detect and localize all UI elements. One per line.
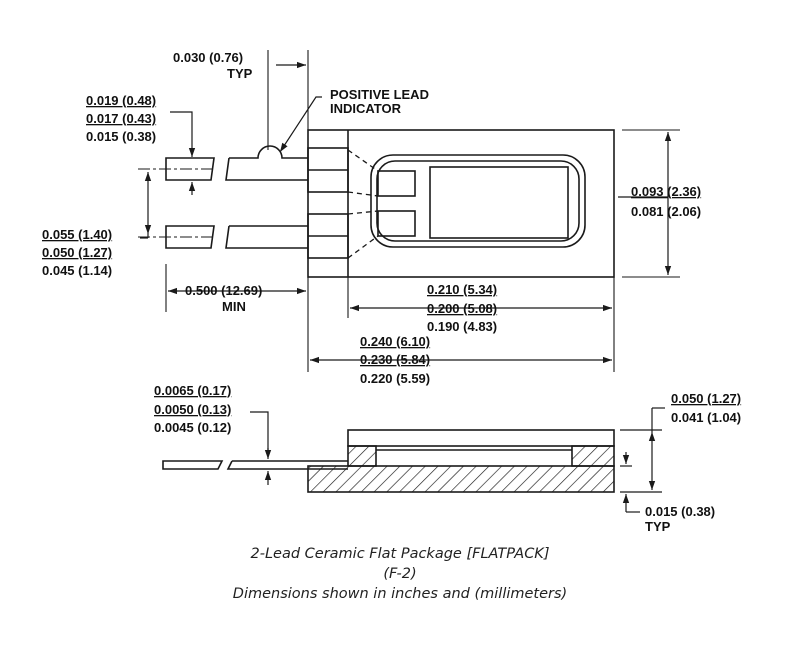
base-thickness-label: 0.015 (0.38) (645, 504, 715, 519)
lead-pitch-typ: TYP (227, 66, 253, 81)
inner-length-min: 0.190 (4.83) (427, 319, 497, 334)
lead-pitch-label: 0.030 (0.76) (173, 50, 243, 65)
die-pad-top (377, 170, 416, 197)
body-width-max: 0.093 (2.36) (631, 184, 701, 199)
caption-note: Dimensions shown in inches and (millimet… (232, 586, 568, 602)
base-thickness-typ: TYP (645, 519, 671, 534)
bond-wires (347, 149, 379, 259)
die-cavity-outer (370, 154, 586, 248)
side-view (162, 407, 665, 513)
lead-thickness-nom: 0.0050 (0.13) (154, 402, 231, 417)
lead-bottom (165, 225, 215, 249)
die-main (429, 166, 569, 239)
lead-length-min: MIN (222, 299, 246, 314)
lead-length-label: 0.500 (12.69) (185, 283, 262, 298)
top-view (138, 50, 680, 372)
indicator-label-1: POSITIVE LEAD (330, 87, 429, 102)
lead-width-max: 0.019 (0.48) (86, 93, 156, 108)
base-hatched (307, 465, 615, 493)
lead-bottom-stub (225, 225, 308, 249)
package-height-min: 0.041 (1.04) (671, 410, 741, 425)
lead-width-min: 0.015 (0.38) (86, 129, 156, 144)
caption-code: (F-2) (383, 566, 417, 582)
seal-left (347, 445, 377, 467)
lead-top-stub (225, 145, 308, 181)
lead-thickness-max: 0.0065 (0.17) (154, 383, 231, 398)
inner-length-max: 0.210 (5.34) (427, 282, 497, 297)
side-view-labels: 0.0065 (0.17) 0.0050 (0.13) 0.0045 (0.12… (154, 383, 741, 534)
caption-title: 2-Lead Ceramic Flat Package [FLATPACK] (250, 546, 550, 562)
inner-length-nom: 0.200 (5.08) (427, 301, 497, 316)
die-cavity-inner (376, 160, 580, 242)
package-body (307, 129, 615, 278)
lead-thickness-min: 0.0045 (0.12) (154, 420, 231, 435)
lead-width-nom: 0.017 (0.43) (86, 111, 156, 126)
indicator-label-2: INDICATOR (330, 101, 402, 116)
body-length-nom: 0.230 (5.84) (360, 352, 430, 367)
seal-right (571, 445, 615, 467)
body-width-min: 0.081 (2.06) (631, 204, 701, 219)
body-length-max: 0.240 (6.10) (360, 334, 430, 349)
lead-spacing-nom: 0.050 (1.27) (42, 245, 112, 260)
lid (347, 429, 615, 447)
die-pad-bottom (377, 210, 416, 237)
lead-top (165, 157, 215, 181)
side-lead-right (226, 460, 348, 470)
package-height-max: 0.050 (1.27) (671, 391, 741, 406)
body-length-min: 0.220 (5.59) (360, 371, 430, 386)
top-view-labels: 0.030 (0.76) TYP POSITIVE LEAD INDICATOR… (42, 50, 701, 386)
side-lead-left (162, 460, 224, 470)
lead-spacing-min: 0.045 (1.14) (42, 263, 112, 278)
lead-spacing-max: 0.055 (1.40) (42, 227, 112, 242)
